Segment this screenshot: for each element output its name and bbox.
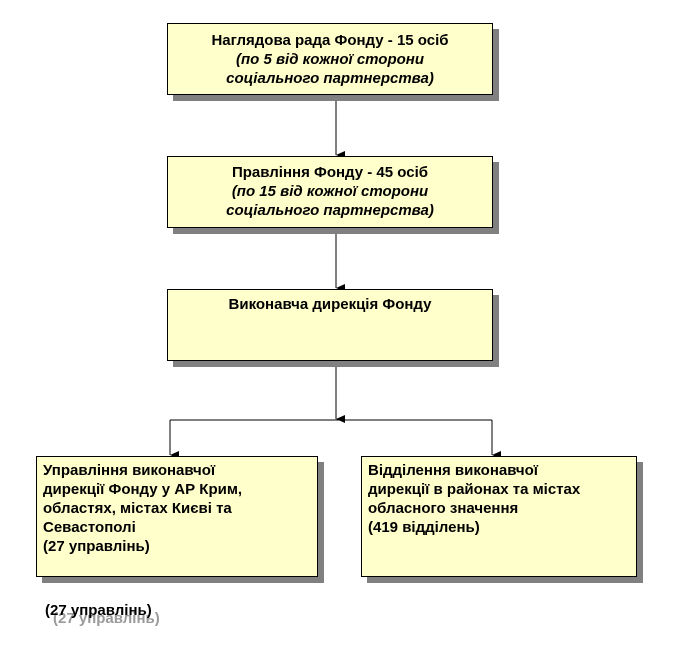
- district-branches-line4: (419 відділень): [368, 519, 480, 536]
- regional-departments-line2: дирекції Фонду у АР Крим,: [43, 481, 243, 498]
- regional-departments-line3: областях, містах Києві та: [43, 500, 232, 517]
- supervisory-board-sub-line2: соціального партнерства): [226, 70, 434, 87]
- executive-directorate-box: Виконавча дирекція Фонду: [167, 289, 493, 361]
- board-title: Правління Фонду - 45 осіб: [231, 164, 429, 181]
- board-sub-line2: соціального партнерства): [226, 202, 434, 219]
- district-branches-box: Відділення виконавчої дирекції в районах…: [361, 456, 637, 577]
- regional-departments-line1: Управління виконавчої: [43, 462, 216, 479]
- district-branches-line1: Відділення виконавчої: [368, 462, 538, 479]
- regional-departments-box: Управління виконавчої дирекції Фонду у А…: [36, 456, 318, 577]
- footnote-ghost-text: (27 управлінь): [53, 610, 160, 627]
- board-box: Правління Фонду - 45 осіб (по 15 від кож…: [167, 156, 493, 228]
- supervisory-board-sub-line1: (по 5 від кожної сторони: [235, 51, 425, 68]
- footnote-text: (27 управлінь): [45, 602, 152, 619]
- district-branches-line3: обласного значення: [368, 500, 519, 517]
- board-sub-line1: (по 15 від кожної сторони: [231, 183, 429, 200]
- regional-departments-line5: (27 управлінь): [43, 538, 150, 555]
- supervisory-board-box: Наглядова рада Фонду - 15 осіб (по 5 від…: [167, 23, 493, 95]
- supervisory-board-title: Наглядова рада Фонду - 15 осіб: [211, 32, 449, 49]
- executive-directorate-title: Виконавча дирекція Фонду: [228, 296, 432, 313]
- district-branches-line2: дирекції в районах та містах: [368, 481, 581, 498]
- regional-departments-line4: Севастополі: [43, 519, 136, 536]
